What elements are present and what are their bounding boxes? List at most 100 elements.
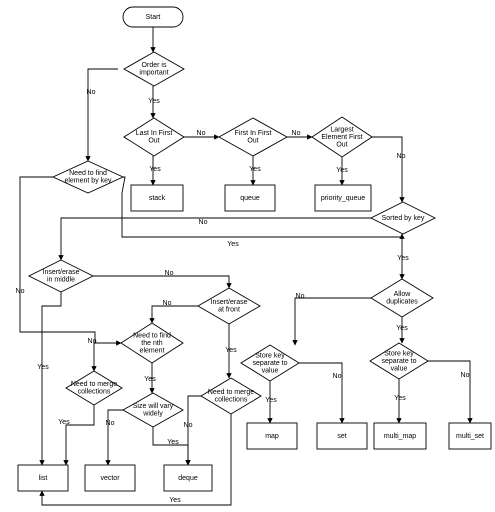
node-shape-set [316, 422, 368, 450]
edge-label-merge_left-to-list: Yes [58, 419, 70, 426]
node-label-insert-front: at front [218, 307, 240, 314]
node-label-vector: vector [100, 475, 120, 482]
node-label-merge-left: collections [78, 389, 111, 396]
edge-label-order_important-to-lifo: Yes [148, 98, 160, 105]
node-shape-key-sep-2 [369, 342, 429, 380]
edge-size_vary-to-deque [152, 427, 191, 466]
node-shape-map [246, 422, 298, 450]
node-label-size-vary: Size will vary [133, 403, 174, 410]
edge-label-size_vary-to-vector: No [106, 420, 115, 427]
edge-label-find_by_key-to-find_nth: No [16, 288, 25, 295]
node-label-stack: stack [149, 195, 166, 202]
edge-label-key_sep_2-to-multi_set: No [461, 372, 470, 379]
edge-label-lifo-to-stack: Yes [149, 166, 161, 173]
node-shape-find-nth [120, 322, 184, 364]
edge-size_vary-to-vector [105, 409, 123, 466]
node-multi-set: multi_set [448, 422, 492, 450]
node-label-key-sep-1: Store key [255, 352, 285, 359]
edge-label-insert_middle-to-list: Yes [37, 364, 49, 371]
node-label-list: list [39, 475, 48, 482]
node-label-insert-middle: Insert/erase [43, 269, 80, 276]
node-label-size-vary: widely [142, 411, 163, 418]
edge-label-sorted_by_key-to-insert_middle: No [199, 219, 208, 226]
node-shape-sorted-by-key [369, 201, 437, 235]
edge-sorted_by_key-to-insert_middle [58, 217, 371, 261]
edge-label-key_sep_1-to-map: Yes [265, 397, 277, 404]
node-shape-order-important [123, 51, 185, 87]
node-label-deque: deque [178, 475, 198, 482]
node-shape-priority-queue [314, 184, 372, 212]
edge-allow_duplicates-to-key_sep_1 [292, 297, 371, 346]
edge-label-key_sep_2-to-multi_map: Yes [394, 395, 406, 402]
node-shape-find-by-key [51, 160, 125, 194]
edge-label-find_nth-to-size_vary: Yes [144, 376, 156, 383]
node-label-key-sep-2: Store key [384, 350, 414, 357]
node-label-lifo: Last In First [136, 130, 173, 137]
node-label-priority-queue: priority_queue [321, 195, 365, 202]
node-shape-fifo [218, 117, 288, 157]
edge-key_sep_1-to-set [299, 362, 345, 424]
node-start: Start [122, 6, 184, 28]
node-shape-queue [224, 184, 276, 212]
node-priority-queue: priority_queue [314, 184, 372, 212]
node-sorted-by-key: Sorted by key [369, 201, 437, 235]
node-label-multi-set: multi_set [456, 433, 484, 440]
edge-label-merge_right-to-deque: No [184, 422, 193, 429]
node-label-insert-middle: in middle [47, 277, 75, 284]
edges-layer [19, 27, 473, 506]
edge-label-find_nth-to-merge_left: No [88, 338, 97, 345]
node-shape-start [122, 6, 184, 28]
node-queue: queue [224, 184, 276, 212]
node-label-sorted-by-key: Sorted by key [382, 215, 425, 222]
edge-label-merge_right-to-list: Yes [169, 497, 181, 504]
edge-label-insert_middle-to-insert_front: No [165, 270, 174, 277]
node-shape-multi-set [448, 422, 492, 450]
edge-label-largest_first-to-sorted_by_key: No [397, 153, 406, 160]
edge-find_by_key-to-find_nth [19, 176, 122, 346]
node-shape-list [17, 464, 69, 492]
node-label-queue: queue [240, 195, 260, 202]
node-shape-allow-duplicates [370, 278, 434, 318]
node-shape-vector [84, 464, 136, 492]
node-label-merge-right: collections [215, 397, 248, 404]
edge-label-insert_front-to-find_nth: No [163, 300, 172, 307]
node-shape-insert-middle [27, 259, 95, 293]
node-label-merge-left: Need to merge [71, 381, 117, 388]
edge-label-size_vary-to-deque: Yes [167, 439, 179, 446]
node-shape-key-sep-1 [240, 344, 300, 382]
node-shape-lifo [123, 117, 185, 157]
node-label-key-sep-2: separate to [381, 358, 416, 365]
node-label-order-important: Order is [142, 62, 167, 69]
node-label-fifo: First In First [235, 130, 272, 137]
node-label-merge-right: Need to merge [208, 389, 254, 396]
node-label-find-nth: the nth [141, 340, 163, 347]
node-label-allow-duplicates: Allow [394, 291, 412, 298]
edge-largest_first-to-sorted_by_key [372, 136, 405, 203]
edge-label-allow_duplicates-to-key_sep_2: Yes [396, 325, 408, 332]
edge-find_nth-to-merge_left [91, 342, 121, 372]
node-label-allow-duplicates: duplicates [386, 299, 418, 306]
node-label-lifo: Out [148, 138, 159, 145]
node-label-largest-first: Element First [321, 134, 362, 141]
node-label-largest-first: Out [336, 141, 347, 148]
edge-labels-layer: YesNoYesNoYesNoYesNoNoYesYesNoNoYesNoYes… [16, 89, 470, 504]
node-deque: deque [163, 464, 213, 492]
node-list: list [17, 464, 69, 492]
edge-insert_middle-to-list [39, 292, 62, 466]
edge-key_sep_2-to-multi_set [428, 360, 473, 424]
node-label-key-sep-2: value [391, 365, 408, 372]
node-map: map [246, 422, 298, 450]
node-label-find-nth: Need to find [133, 332, 171, 339]
edge-label-insert_front-to-merge_right: Yes [225, 347, 237, 354]
